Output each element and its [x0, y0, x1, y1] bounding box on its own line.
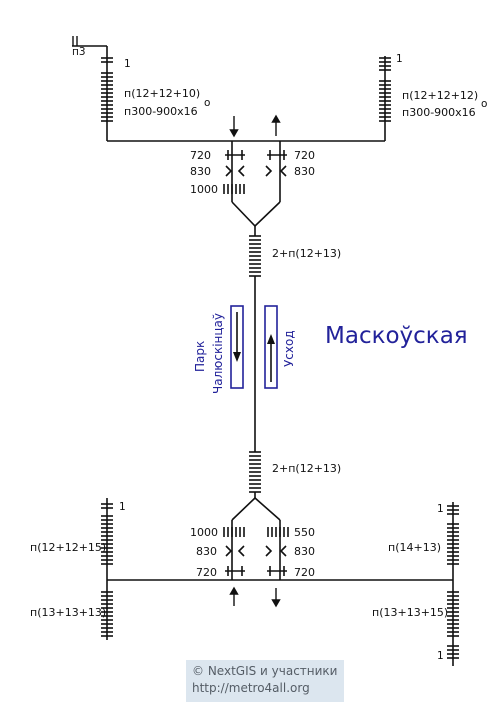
top-left-degree: о [204, 97, 210, 109]
bottom-arrow-up-icon [229, 586, 239, 606]
top-left-curve: п300-900x16 [124, 105, 198, 118]
top-left-count: 1 [124, 58, 131, 70]
bottom-gates [225, 496, 287, 580]
lower-run-stair [249, 440, 261, 498]
bottom-right-lower-stair [447, 591, 459, 659]
br-550-label: 550 [294, 526, 315, 539]
tr-830-label: 830 [294, 165, 315, 178]
bottom-right-upper-stair [447, 502, 459, 666]
top-gates [225, 141, 287, 228]
top-arrow-up-icon [271, 114, 281, 136]
bottom-right-lower-formula: п(13+13+15) [372, 606, 448, 619]
top-left-formula: п(12+12+10) [124, 87, 200, 100]
top-right-count: 1 [396, 53, 403, 65]
top-left-1000-stair [223, 184, 245, 194]
credit-link[interactable]: http://metro4all.org [192, 681, 310, 695]
bottom-left-lower-stair [101, 591, 113, 637]
platform-right-label: Усход [282, 330, 296, 367]
bottom-left-count: 1 [119, 501, 126, 513]
bottom-right-bottom-count: 1 [437, 650, 444, 662]
platform-left [230, 305, 244, 389]
tl-1000-label: 1000 [190, 183, 218, 196]
top-right-formula: п(12+12+12) [402, 89, 478, 102]
platform-left-label-1: Парк [193, 341, 207, 372]
upper-run-label: 2+п(12+13) [272, 247, 341, 260]
arrow-down-icon [233, 352, 241, 362]
top-right-stair [379, 57, 391, 122]
tl-720-label: 720 [190, 149, 211, 162]
top-arrow-down-icon [229, 116, 239, 138]
br-720-label: 720 [294, 566, 315, 579]
bl-830-label: 830 [196, 545, 217, 558]
upper-run-stair [249, 226, 261, 290]
lower-run-label: 2+п(12+13) [272, 462, 341, 475]
bottom-left-lower-formula: п(13+13+13) [30, 606, 106, 619]
platform-right [264, 305, 278, 389]
bl-1000-label: 1000 [190, 526, 218, 539]
platform-left-label-2: Чалюскінцаў [211, 313, 225, 394]
p3-symbol [72, 36, 107, 47]
station-name: Маскоўская [325, 323, 468, 349]
top-right-curve: п300-900x16 [402, 106, 476, 119]
arrow-up-icon [267, 334, 275, 344]
bottom-left-formula: п(12+12+15) [30, 541, 106, 554]
bottom-right-550-stair [267, 527, 289, 537]
tr-720-label: 720 [294, 149, 315, 162]
bottom-right-formula: п(14+13) [388, 541, 441, 554]
br-830-label: 830 [294, 545, 315, 558]
bl-720-label: 720 [196, 566, 217, 579]
bottom-right-top-count: 1 [437, 503, 444, 515]
bottom-arrow-down-icon [271, 588, 281, 608]
tl-830-label: 830 [190, 165, 211, 178]
top-right-degree: о [481, 98, 487, 110]
p3-label: п3 [72, 46, 86, 58]
credit-box: © NextGIS и участники http://metro4all.o… [186, 660, 344, 702]
credit-line-1: © NextGIS и участники [192, 664, 338, 678]
bottom-left-1000-stair [223, 527, 245, 537]
top-left-stair [101, 57, 113, 122]
